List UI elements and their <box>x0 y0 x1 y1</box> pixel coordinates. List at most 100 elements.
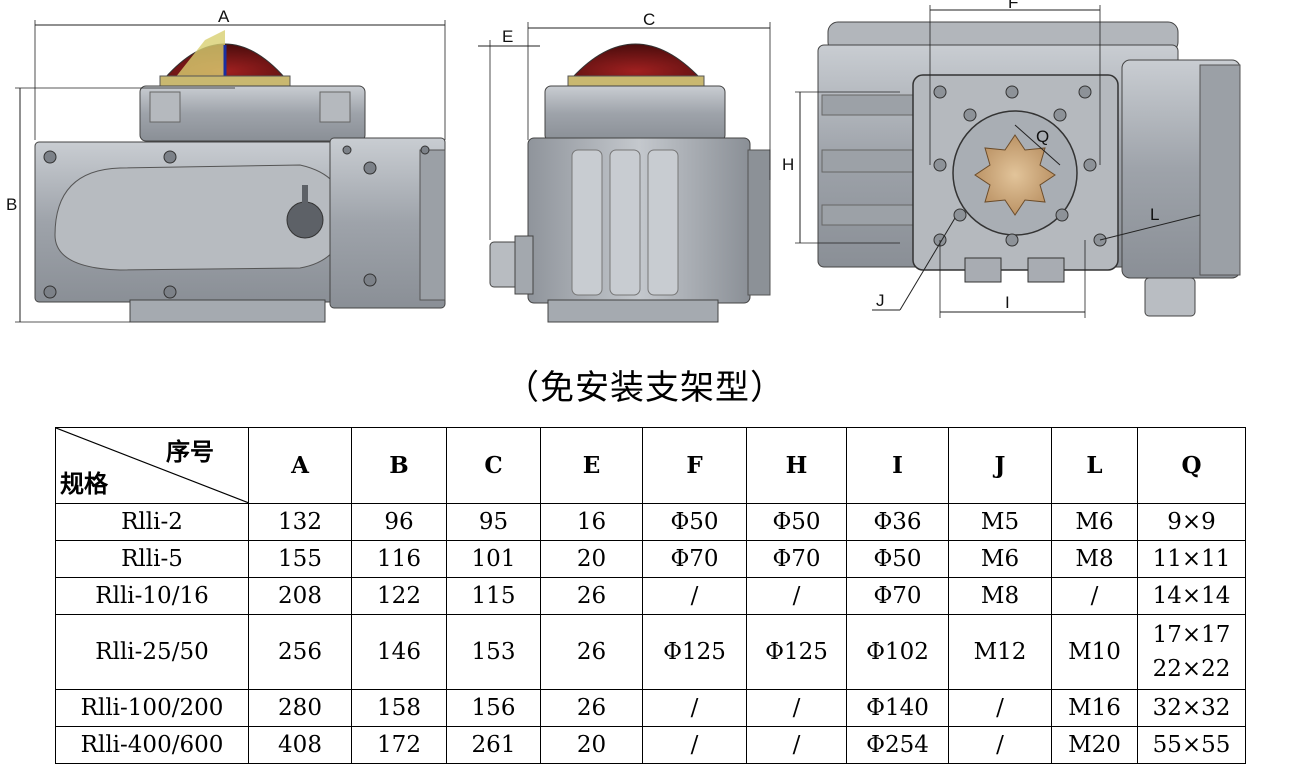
column-header: J <box>948 427 1052 504</box>
value-cell: 101 <box>446 540 541 578</box>
value-cell: 280 <box>248 689 352 727</box>
model-cell: Rlli-100/200 <box>55 689 249 727</box>
value-cell: Φ50 <box>642 503 747 541</box>
dim-label-J: J <box>876 291 885 310</box>
value-cell: 261 <box>446 726 541 764</box>
table-row: Rlli-10/16 208 122 115 26 / / Φ70 M8 / 1… <box>55 577 1246 615</box>
value-cell: 256 <box>248 614 352 690</box>
value-cell: / <box>746 577 847 615</box>
column-header: E <box>540 427 643 504</box>
value-cell: M20 <box>1051 726 1138 764</box>
table-row: Rlli-400/600 408 172 261 20 / / Φ254 / M… <box>55 726 1246 764</box>
value-cell: 20 <box>540 540 643 578</box>
value-cell: M6 <box>948 540 1052 578</box>
q-value: 9×9 <box>1167 509 1216 535</box>
model-cell: Rlli-25/50 <box>55 614 249 690</box>
corner-top-label: 序号 <box>166 438 214 466</box>
q-value: 17×17 <box>1152 622 1231 648</box>
table-row: Rlli-2 132 96 95 16 Φ50 Φ50 Φ36 M5 M6 9×… <box>55 503 1246 541</box>
table-header-row: 序号 规格 A B C E F H I J L Q <box>55 427 1246 504</box>
value-cell: / <box>746 689 847 727</box>
page-title: （免安装支架型） <box>505 368 785 408</box>
column-header: C <box>446 427 541 504</box>
dim-label-F: F <box>1008 0 1018 12</box>
value-cell: M5 <box>948 503 1052 541</box>
model-cell: Rlli-2 <box>55 503 249 541</box>
q-value: 32×32 <box>1152 695 1231 721</box>
value-cell: 26 <box>540 689 643 727</box>
value-cell: 158 <box>351 689 447 727</box>
value-cell: / <box>642 689 747 727</box>
dim-label-I: I <box>1005 293 1010 312</box>
value-cell: 16 <box>540 503 643 541</box>
model-cell: Rlli-400/600 <box>55 726 249 764</box>
front-view: A B <box>6 7 446 323</box>
header-corner-cell: 序号 规格 <box>55 427 249 504</box>
value-cell: Φ102 <box>846 614 949 690</box>
value-cell: Φ125 <box>746 614 847 690</box>
column-header: B <box>351 427 447 504</box>
value-cell: M16 <box>1051 689 1138 727</box>
value-cell: / <box>948 726 1052 764</box>
value-cell: 408 <box>248 726 352 764</box>
value-cell: Φ125 <box>642 614 747 690</box>
bottom-view: F H Q L J I <box>782 0 1241 318</box>
table-row: Rlli-5 155 116 101 20 Φ70 Φ70 Φ50 M6 M8 … <box>55 540 1246 578</box>
value-cell: 146 <box>351 614 447 690</box>
value-cell: M12 <box>948 614 1052 690</box>
value-cell: 17×17 22×22 <box>1137 614 1246 690</box>
column-header: A <box>248 427 352 504</box>
dim-label-B: B <box>6 195 17 214</box>
column-header: L <box>1051 427 1138 504</box>
actuator-drawings: A B C E <box>6 0 1241 323</box>
dim-label-E: E <box>502 27 513 46</box>
value-cell: 155 <box>248 540 352 578</box>
dim-label-C: C <box>643 10 655 29</box>
column-header: H <box>746 427 847 504</box>
value-cell: 153 <box>446 614 541 690</box>
q-value: 22×22 <box>1152 656 1231 682</box>
value-cell: / <box>642 726 747 764</box>
value-cell: Φ140 <box>846 689 949 727</box>
value-cell: Φ36 <box>846 503 949 541</box>
value-cell: 115 <box>446 577 541 615</box>
value-cell: 156 <box>446 689 541 727</box>
value-cell: / <box>1051 577 1138 615</box>
model-cell: Rlli-5 <box>55 540 249 578</box>
column-header: Q <box>1137 427 1246 504</box>
value-cell: 26 <box>540 577 643 615</box>
column-header: I <box>846 427 949 504</box>
value-cell: 20 <box>540 726 643 764</box>
table-row: Rlli-25/50 256 146 153 26 Φ125 Φ125 Φ102… <box>55 614 1246 690</box>
corner-bottom-label: 规格 <box>60 470 108 498</box>
value-cell: 95 <box>446 503 541 541</box>
dim-label-Q: Q <box>1036 127 1049 146</box>
value-cell: M8 <box>948 577 1052 615</box>
value-cell: Φ50 <box>846 540 949 578</box>
value-cell: M6 <box>1051 503 1138 541</box>
value-cell: Φ70 <box>642 540 747 578</box>
value-cell: 55×55 <box>1137 726 1246 764</box>
value-cell: 9×9 <box>1137 503 1246 541</box>
q-value: 11×11 <box>1152 546 1231 572</box>
value-cell: Φ254 <box>846 726 949 764</box>
model-cell: Rlli-10/16 <box>55 577 249 615</box>
value-cell: 172 <box>351 726 447 764</box>
value-cell: 208 <box>248 577 352 615</box>
spec-table: 序号 规格 A B C E F H I J L Q Rlli-2 132 96 … <box>55 427 1246 764</box>
column-header: F <box>642 427 747 504</box>
q-value: 14×14 <box>1152 583 1231 609</box>
value-cell: 122 <box>351 577 447 615</box>
dim-label-A: A <box>218 7 230 26</box>
value-cell: 32×32 <box>1137 689 1246 727</box>
value-cell: / <box>642 577 747 615</box>
value-cell: 96 <box>351 503 447 541</box>
value-cell: Φ70 <box>746 540 847 578</box>
value-cell: 116 <box>351 540 447 578</box>
value-cell: 26 <box>540 614 643 690</box>
value-cell: / <box>746 726 847 764</box>
value-cell: Φ50 <box>746 503 847 541</box>
value-cell: 14×14 <box>1137 577 1246 615</box>
value-cell: / <box>948 689 1052 727</box>
dim-label-L: L <box>1150 205 1159 224</box>
